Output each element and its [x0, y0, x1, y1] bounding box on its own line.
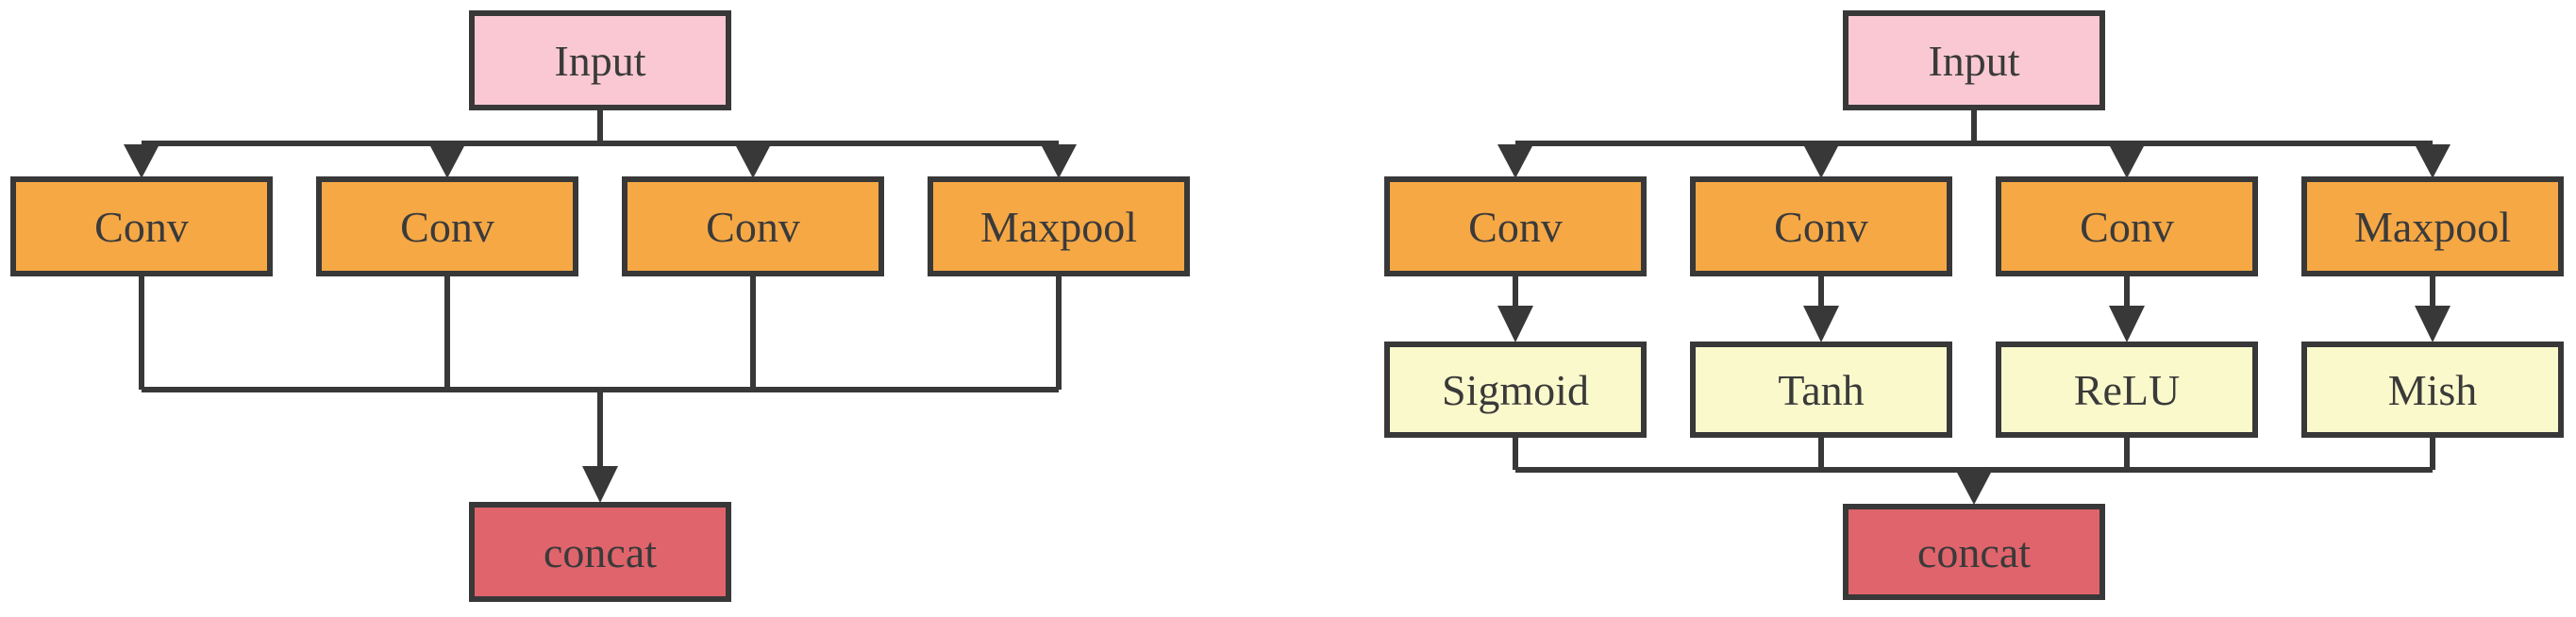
right-fanout-arrowhead-1: [1497, 144, 1533, 178]
left-concat-label: concat: [544, 528, 657, 576]
left-conv-label-2: Conv: [400, 203, 494, 251]
right-fanout-arrowhead-3: [2109, 144, 2145, 178]
right-maxpool-node: [2301, 176, 2564, 276]
left-maxpool-node: [928, 176, 1190, 276]
right-conv-label-1: Conv: [1468, 203, 1563, 251]
right-concat-arrowhead: [1956, 471, 1992, 505]
right-relu-node: [1996, 342, 2258, 438]
right-concat-node: [1843, 504, 2105, 600]
right-activation-arrowhead-3: [2109, 306, 2145, 342]
left-input-node: [469, 10, 731, 110]
right-fanout-arrowhead-4: [2415, 144, 2451, 178]
right-mish-node: [2301, 342, 2564, 438]
right-activation-arrowhead-4: [2415, 306, 2451, 342]
left-conv-node-3: [622, 176, 884, 276]
right-activation-arrowhead-2: [1803, 306, 1839, 342]
right-input-node: [1843, 10, 2105, 110]
right-conv-node-1: [1384, 176, 1647, 276]
left-diagram: Input Conv Conv Conv Maxpool concat: [10, 10, 1190, 602]
right-fanout-arrowhead-2: [1803, 144, 1839, 178]
left-fanout-arrowhead-3: [735, 144, 771, 178]
right-input-label: Input: [1928, 37, 2019, 85]
right-maxpool-label: Maxpool: [2354, 203, 2511, 251]
left-conv-label-1: Conv: [94, 203, 189, 251]
right-mish-label: Mish: [2388, 366, 2478, 414]
right-tanh-label: Tanh: [1778, 366, 1864, 414]
right-conv-label-3: Conv: [2080, 203, 2174, 251]
right-activation-arrowhead-1: [1497, 306, 1533, 342]
right-relu-label: ReLU: [2074, 366, 2180, 414]
left-conv-node-1: [10, 176, 273, 276]
right-conv-label-2: Conv: [1774, 203, 1868, 251]
left-input-label: Input: [554, 37, 645, 85]
left-fanout-arrowhead-2: [429, 144, 465, 178]
left-conv-label-3: Conv: [706, 203, 800, 251]
right-sigmoid-label: Sigmoid: [1442, 366, 1589, 414]
right-tanh-node: [1690, 342, 1952, 438]
right-conv-node-3: [1996, 176, 2258, 276]
left-fanout-arrowhead-4: [1041, 144, 1077, 178]
left-concat-node: [469, 502, 731, 602]
left-conv-node-2: [316, 176, 578, 276]
right-concat-label: concat: [1917, 528, 2031, 576]
left-concat-arrowhead: [582, 466, 618, 503]
right-conv-node-2: [1690, 176, 1952, 276]
right-sigmoid-node: [1384, 342, 1647, 438]
left-maxpool-label: Maxpool: [980, 203, 1137, 251]
right-diagram: Input Conv Conv Conv Maxpool Sigmoid Tan…: [1384, 10, 2564, 600]
left-fanout-arrowhead-1: [124, 144, 159, 178]
